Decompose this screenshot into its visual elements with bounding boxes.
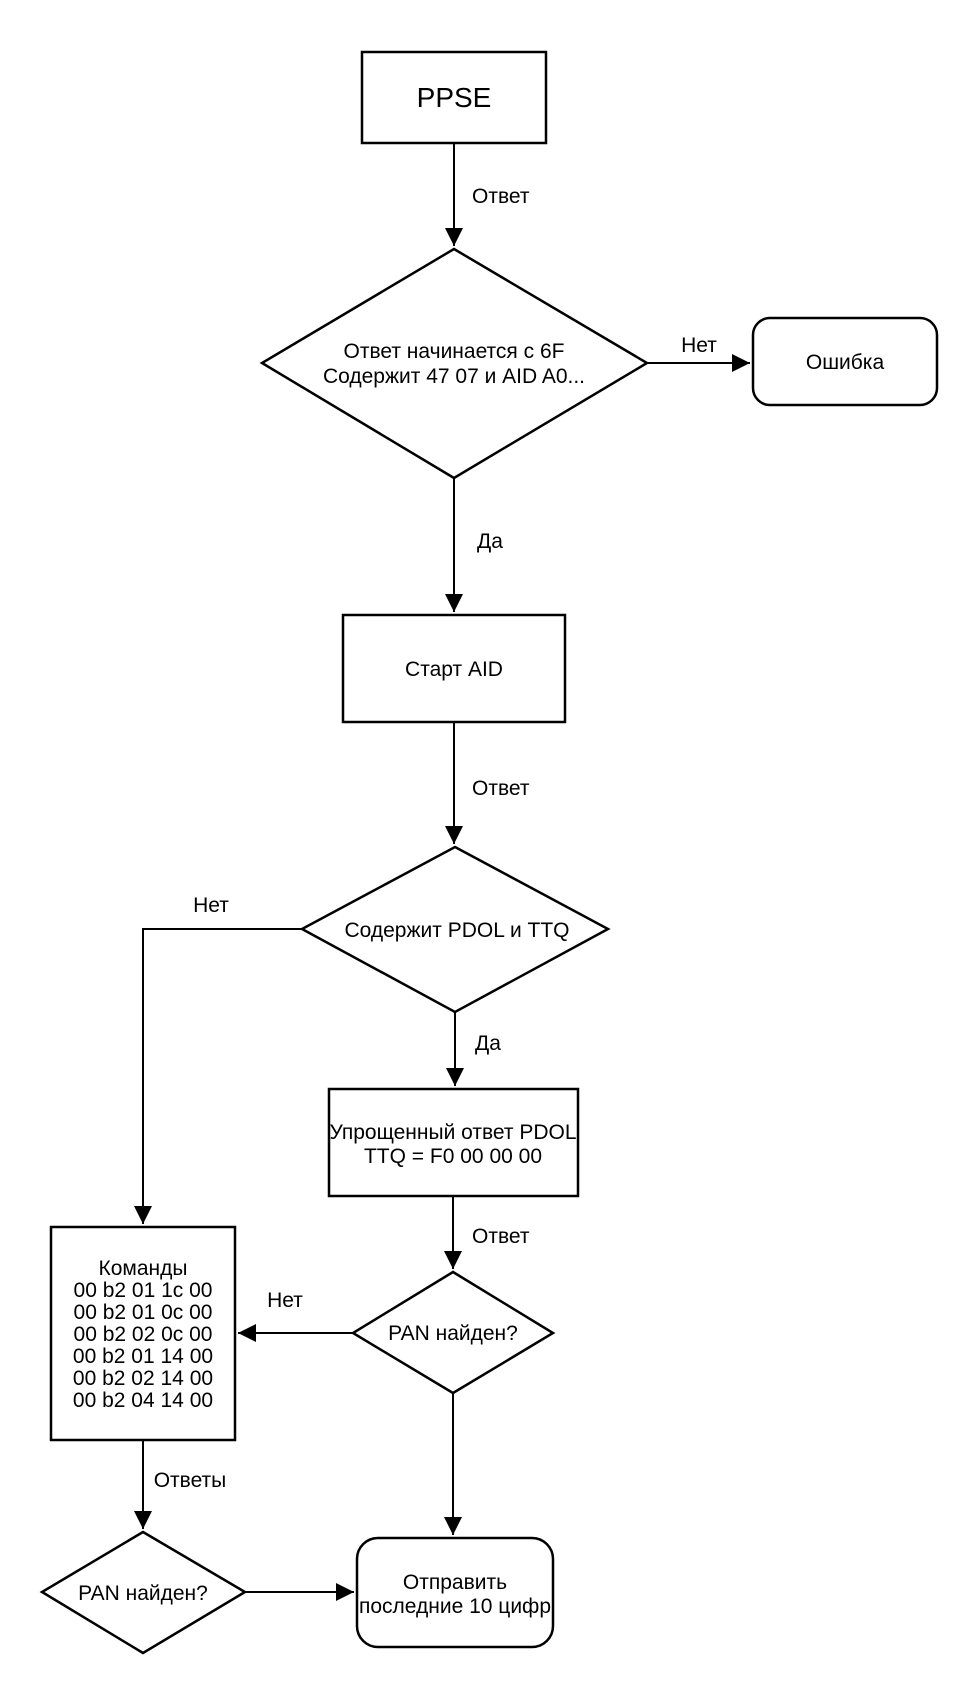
edge-pdol-check-to-commands: [134, 928, 302, 1224]
check-pdol-ttq-diamond: Содержит PDOL и TTQ: [299, 845, 611, 1014]
start-aid-box-shape: [341, 613, 567, 724]
start-aid-box: Старт AID: [341, 613, 567, 724]
edge-label-response-2: Ответ: [472, 777, 530, 800]
send-digits-box-shape: [355, 1536, 555, 1649]
check-response-diamond: Ответ начинается с 6F Содержит 47 07 и A…: [259, 247, 650, 480]
check-response-line1: Ответ начинается с 6F: [344, 340, 565, 363]
commands-line: 00 b2 01 1c 00: [74, 1279, 213, 1302]
send-digits-line1: Отправить: [403, 1571, 507, 1594]
edge-label-no-1: Нет: [681, 334, 717, 357]
error-box-label: Ошибка: [806, 351, 885, 374]
check-response-diamond-shape: [259, 247, 650, 480]
pan-found-diamond-1: PAN найден?: [350, 1270, 556, 1395]
check-response-line2: Содержит 47 07 и AID A0...: [323, 365, 585, 388]
check-pdol-ttq-label: Содержит PDOL и TTQ: [344, 919, 569, 942]
pan-found-diamond-2: PAN найден?: [39, 1530, 248, 1655]
ppse-box: PPSE: [360, 50, 548, 145]
pdol-response-line2: TTQ = F0 00 00 00: [364, 1145, 542, 1168]
start-aid-box-label: Старт AID: [405, 658, 503, 681]
edge-label-responses: Ответы: [154, 1469, 227, 1492]
commands-line: 00 b2 02 0c 00: [74, 1323, 213, 1346]
edge-label-response-3: Ответ: [472, 1225, 530, 1248]
commands-title: Команды: [99, 1257, 188, 1280]
commands-line: 00 b2 02 14 00: [73, 1367, 213, 1390]
pdol-response-line1: Упрощенный ответ PDOL: [329, 1121, 576, 1144]
error-box-shape: [751, 316, 939, 407]
pan-found-diamond-2-shape: [39, 1530, 248, 1655]
ppse-box-label: PPSE: [417, 82, 492, 113]
commands-line: 00 b2 04 14 00: [73, 1389, 213, 1412]
check-pdol-ttq-diamond-shape: [299, 845, 611, 1014]
edge-label-response-1: Ответ: [472, 185, 530, 208]
edge-label-no-3: Нет: [267, 1289, 303, 1312]
error-box: Ошибка: [751, 316, 939, 407]
commands-box-shape: [49, 1225, 237, 1442]
pdol-response-box-shape: [327, 1087, 580, 1198]
commands-box: Команды 00 b2 01 1c 00 00 b2 01 0c 00 00…: [49, 1225, 237, 1442]
pan-found-2-label: PAN найден?: [78, 1582, 208, 1605]
edge-label-yes-1: Да: [477, 530, 503, 553]
commands-line: 00 b2 01 14 00: [73, 1345, 213, 1368]
send-digits-line2: последние 10 цифр: [359, 1595, 551, 1618]
pdol-response-box: Упрощенный ответ PDOL TTQ = F0 00 00 00: [327, 1087, 580, 1198]
send-digits-box: Отправить последние 10 цифр: [355, 1536, 555, 1649]
pan-found-diamond-1-shape: [350, 1270, 556, 1395]
pan-found-1-label: PAN найден?: [388, 1322, 518, 1345]
edge-label-yes-2: Да: [475, 1032, 501, 1055]
commands-line: 00 b2 01 0c 00: [74, 1301, 213, 1324]
edge-label-no-2: Нет: [193, 894, 229, 917]
ppse-box-shape: [360, 50, 548, 145]
